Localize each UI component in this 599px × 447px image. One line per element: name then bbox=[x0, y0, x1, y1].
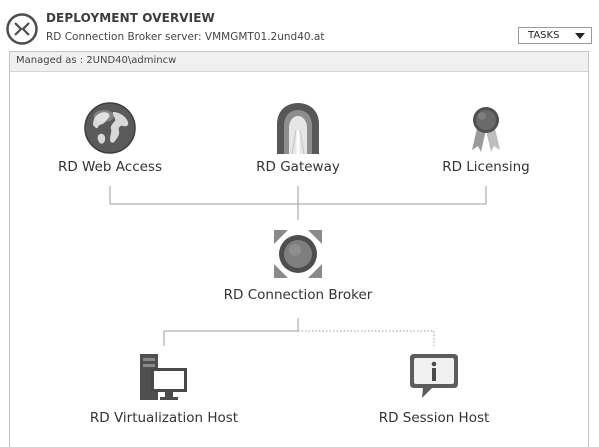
node-label-rd-connection-broker: RD Connection Broker bbox=[223, 287, 373, 303]
connection-broker-app-icon bbox=[6, 13, 38, 45]
page-title: DEPLOYMENT OVERVIEW bbox=[46, 11, 215, 25]
node-label-rd-web-access: RD Web Access bbox=[57, 159, 162, 175]
node-label-rd-licensing: RD Licensing bbox=[442, 159, 530, 175]
node-label-rd-virtualization-host: RD Virtualization Host bbox=[89, 410, 239, 426]
tasks-dropdown-button[interactable]: TASKS bbox=[518, 27, 592, 44]
node-rd-session-host[interactable]: RD Session Host bbox=[354, 352, 514, 426]
tasks-label: TASKS bbox=[528, 30, 560, 41]
managed-as-text: Managed as : 2UND40\admincw bbox=[16, 55, 177, 66]
award-ribbon-icon bbox=[472, 107, 500, 152]
virtualization-host-icon bbox=[140, 354, 187, 400]
node-rd-connection-broker[interactable]: RD Connection Broker bbox=[206, 226, 390, 303]
node-rd-virtualization-host[interactable]: RD Virtualization Host bbox=[74, 352, 254, 426]
node-label-rd-session-host: RD Session Host bbox=[378, 410, 490, 426]
node-rd-web-access[interactable]: RD Web Access bbox=[42, 100, 178, 175]
node-label-rd-gateway: RD Gateway bbox=[256, 159, 340, 175]
connection-broker-icon bbox=[274, 230, 322, 278]
session-host-icon bbox=[410, 354, 458, 398]
node-rd-licensing[interactable]: RD Licensing bbox=[418, 100, 554, 175]
globe-icon bbox=[84, 102, 136, 154]
chevron-down-icon bbox=[575, 33, 585, 39]
node-rd-gateway[interactable]: RD Gateway bbox=[230, 100, 366, 175]
deployment-header: DEPLOYMENT OVERVIEW RD Connection Broker… bbox=[0, 0, 599, 50]
gateway-icon bbox=[277, 103, 319, 155]
managed-as-bar: Managed as : 2UND40\admincw bbox=[10, 52, 588, 72]
page-subtitle: RD Connection Broker server: VMMGMT01.2u… bbox=[46, 31, 325, 43]
